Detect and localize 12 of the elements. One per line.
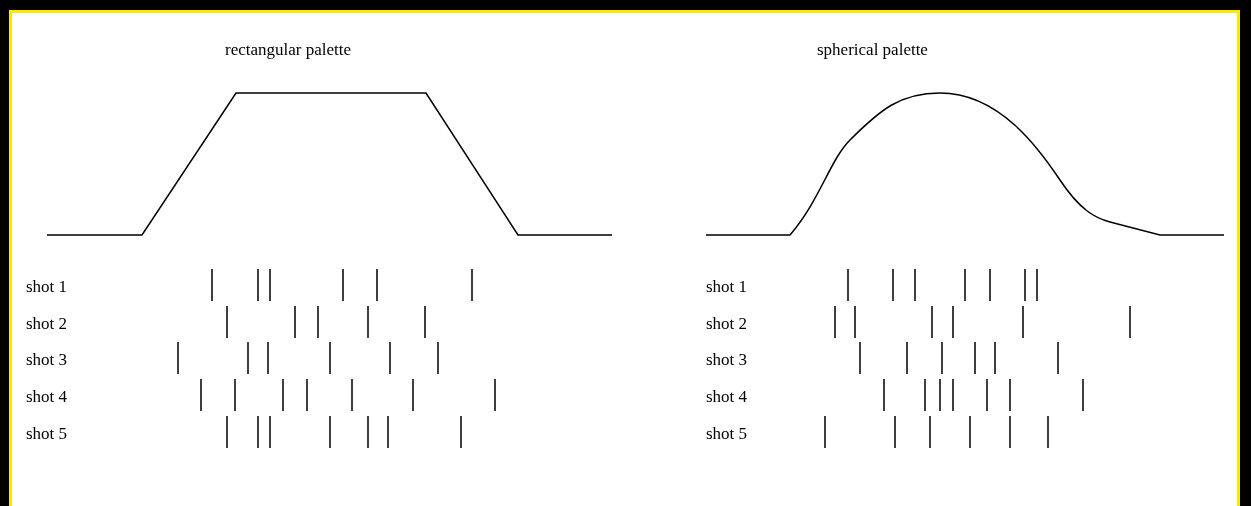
- row-label: shot 2: [26, 314, 68, 334]
- row-label: shot 5: [26, 424, 68, 444]
- row-label: shot 3: [26, 350, 68, 370]
- row-label: shot 4: [706, 387, 748, 407]
- row-label: shot 2: [706, 314, 748, 334]
- row-label: shot 3: [706, 350, 748, 370]
- row-label: shot 1: [26, 277, 68, 297]
- row-label: shot 5: [706, 424, 748, 444]
- plot-title: spherical palette: [817, 40, 928, 60]
- row-label: shot 4: [26, 387, 68, 407]
- row-label: shot 1: [706, 277, 748, 297]
- plot-title: rectangular palette: [225, 40, 351, 60]
